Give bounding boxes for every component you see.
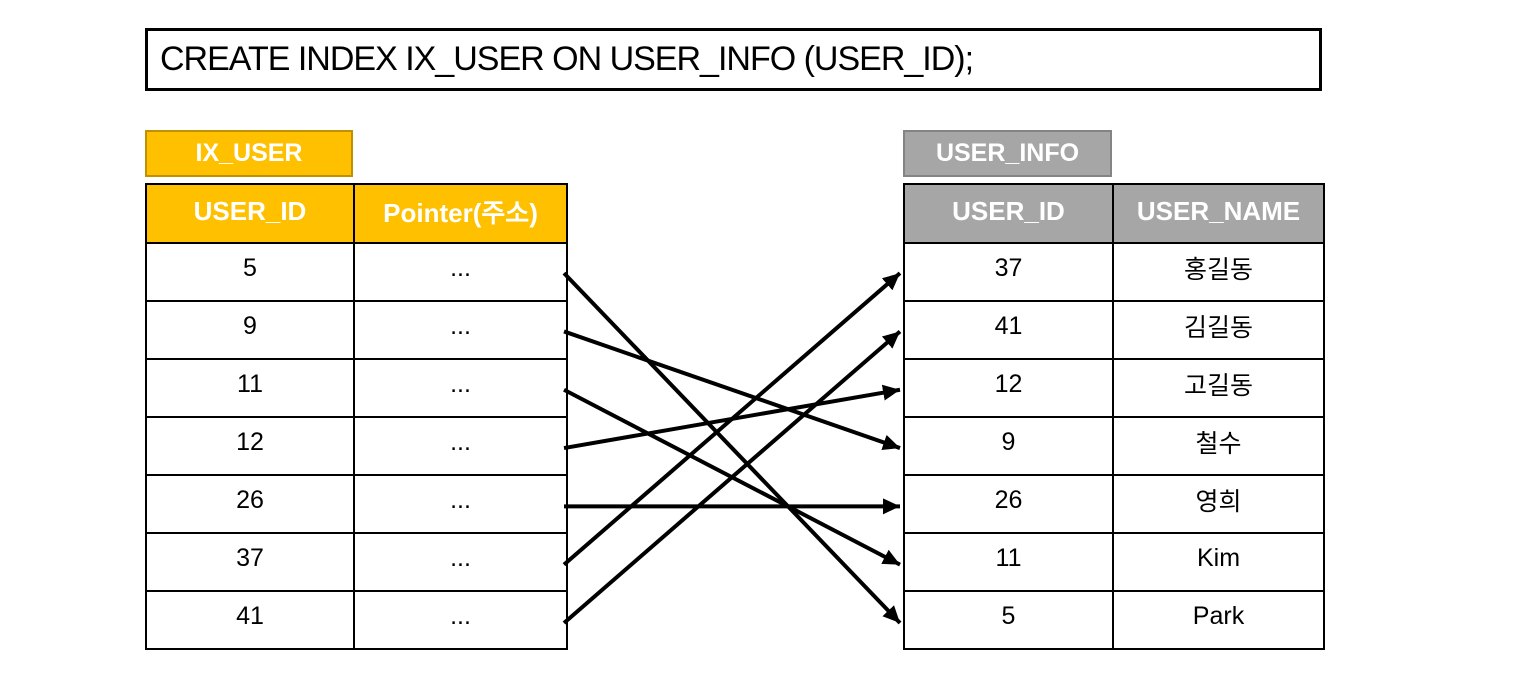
sql-statement-text: CREATE INDEX IX_USER ON USER_INFO (USER_… bbox=[160, 40, 974, 78]
index-pointer-cell: ... bbox=[353, 474, 568, 534]
user-info-user-name-cell: 고길동 bbox=[1112, 358, 1325, 418]
index-column-user-id: USER_ID bbox=[145, 183, 355, 244]
index-pointer-cell: ... bbox=[353, 300, 568, 360]
index-pointer-cell: ... bbox=[353, 416, 568, 476]
pointer-arrow-5 bbox=[562, 271, 902, 625]
pointer-arrow-37 bbox=[562, 271, 902, 567]
user-info-user-name-cell: 홍길동 bbox=[1112, 242, 1325, 302]
user-info-table-header: USER_ID USER_NAME bbox=[903, 183, 1325, 244]
index-table-row: 41... bbox=[145, 590, 568, 650]
user-info-user-id-cell: 5 bbox=[903, 590, 1114, 650]
index-pointer-cell: ... bbox=[353, 242, 568, 302]
index-table-row: 26... bbox=[145, 474, 568, 534]
user-info-user-name-cell: 영희 bbox=[1112, 474, 1325, 534]
index-user-id-cell: 37 bbox=[145, 532, 355, 592]
index-table-row: 9... bbox=[145, 300, 568, 360]
index-table-row: 12... bbox=[145, 416, 568, 476]
user-info-user-id-cell: 37 bbox=[903, 242, 1114, 302]
user-info-user-id-cell: 11 bbox=[903, 532, 1114, 592]
user-info-table-header-row: USER_ID USER_NAME bbox=[903, 183, 1325, 244]
index-table-header: USER_ID Pointer(주소) bbox=[145, 183, 568, 244]
pointer-arrow-12 bbox=[563, 384, 901, 451]
index-table-tab: IX_USER bbox=[145, 130, 353, 177]
index-pointer-cell: ... bbox=[353, 532, 568, 592]
index-table-tab-label: IX_USER bbox=[195, 139, 303, 167]
user-info-table-tab-label: USER_INFO bbox=[935, 139, 1080, 167]
index-table-row: 37... bbox=[145, 532, 568, 592]
sql-statement-box: CREATE INDEX IX_USER ON USER_INFO (USER_… bbox=[145, 28, 1322, 91]
index-pointer-cell: ... bbox=[353, 358, 568, 418]
index-table-body: 5...9...11...12...26...37...41... bbox=[145, 242, 568, 650]
user-info-user-id-cell: 26 bbox=[903, 474, 1114, 534]
user-info-user-id-cell: 12 bbox=[903, 358, 1114, 418]
index-user-id-cell: 41 bbox=[145, 590, 355, 650]
index-pointer-cell: ... bbox=[353, 590, 568, 650]
index-user-id-cell: 12 bbox=[145, 416, 355, 476]
index-user-id-cell: 26 bbox=[145, 474, 355, 534]
pointer-arrow-9 bbox=[563, 329, 901, 451]
index-user-id-cell: 11 bbox=[145, 358, 355, 418]
index-column-pointer: Pointer(주소) bbox=[353, 183, 568, 244]
user-info-table-tab: USER_INFO bbox=[903, 130, 1112, 177]
user-info-user-name-cell: Park bbox=[1112, 590, 1325, 650]
index-table: USER_ID Pointer(주소) 5...9...11...12...26… bbox=[145, 183, 568, 650]
index-table-header-row: USER_ID Pointer(주소) bbox=[145, 183, 568, 244]
user-info-user-name-cell: 철수 bbox=[1112, 416, 1325, 476]
index-table-row: 5... bbox=[145, 242, 568, 302]
user-info-user-name-cell: 김길동 bbox=[1112, 300, 1325, 360]
index-user-id-cell: 9 bbox=[145, 300, 355, 360]
index-table-row: 11... bbox=[145, 358, 568, 418]
user-info-column-user-id: USER_ID bbox=[903, 183, 1114, 244]
user-info-user-name-cell: Kim bbox=[1112, 532, 1325, 592]
user-info-user-id-cell: 41 bbox=[903, 300, 1114, 360]
user-info-column-user-name: USER_NAME bbox=[1112, 183, 1325, 244]
index-user-id-cell: 5 bbox=[145, 242, 355, 302]
user-info-user-id-cell: 9 bbox=[903, 416, 1114, 476]
pointer-arrow-41 bbox=[562, 329, 902, 625]
pointer-arrow-11 bbox=[563, 387, 901, 567]
